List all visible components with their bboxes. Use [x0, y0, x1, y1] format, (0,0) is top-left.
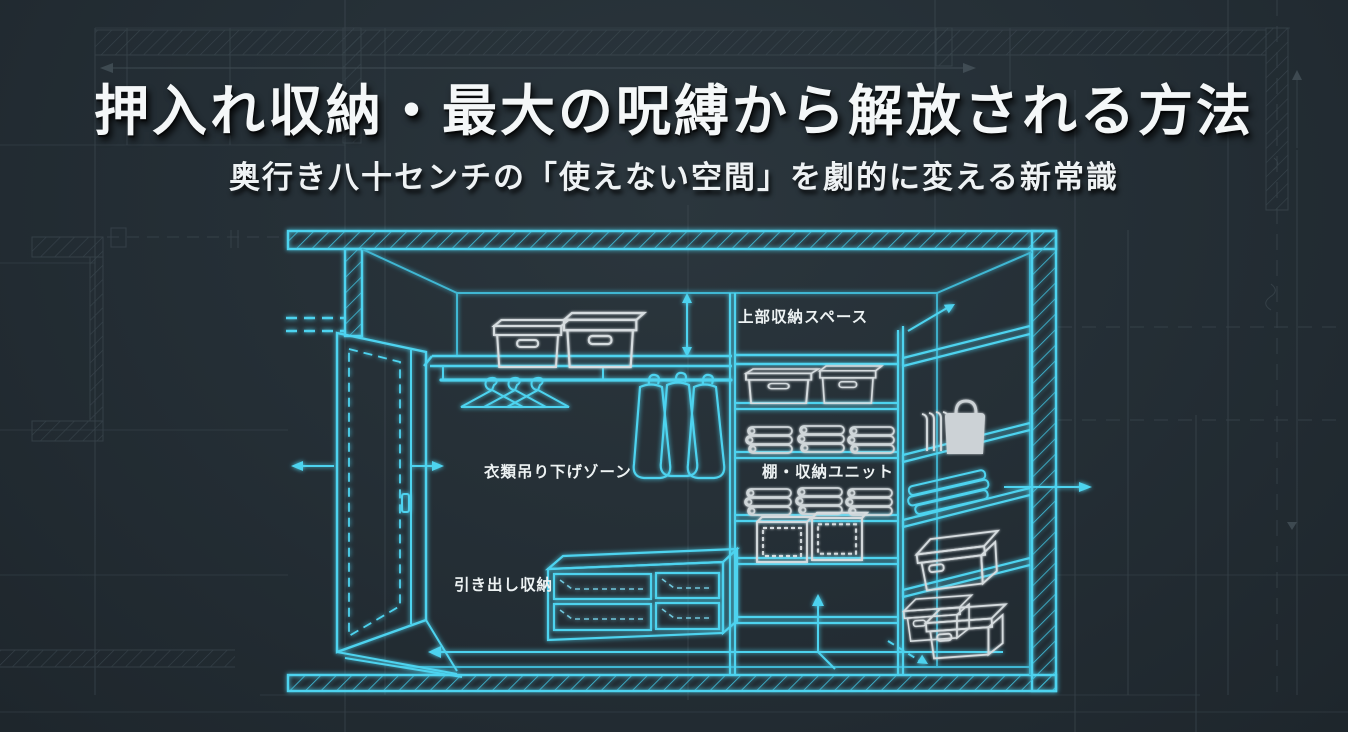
closet-drawing — [286, 229, 1092, 693]
small-arrow-up — [1292, 70, 1302, 148]
flow-arrow-up — [812, 594, 836, 670]
folded-clothes — [795, 487, 843, 515]
folded-clothes — [744, 488, 792, 516]
storage-items — [493, 311, 1010, 660]
hanging-coats — [632, 371, 726, 480]
label-shelf-unit: 棚・収納ユニット — [762, 462, 894, 481]
storage-box — [819, 365, 883, 404]
hangers — [460, 376, 570, 408]
shelf-unit-frame — [728, 293, 905, 675]
fabric-bin — [756, 516, 813, 563]
dimension-arrow-top — [100, 63, 976, 73]
door-width-arrow — [291, 461, 444, 471]
wall-column-left — [342, 27, 362, 144]
page-subtitle: 奥行き八十センチの「使えない空間」を劇的に変える新常識 — [228, 160, 1120, 195]
diagram-labels: 上部収納スペース 衣類吊り下げゾーン 棚・収納ユニット 引き出し収納 — [454, 307, 894, 594]
drawer-unit — [544, 546, 740, 642]
door-threshold — [336, 619, 463, 678]
fabric-bin — [811, 511, 868, 561]
closet-ceiling — [286, 229, 1058, 251]
closet-right-wall — [1030, 229, 1058, 693]
folded-clothes — [845, 488, 893, 516]
height-arrow — [682, 293, 692, 357]
depth-arrow — [907, 304, 955, 332]
top-shelf — [423, 353, 898, 368]
label-drawer-storage: 引き出し収納 — [454, 575, 553, 594]
wall-section-left — [31, 236, 104, 442]
storage-box — [562, 311, 646, 369]
side-arrow-right — [1004, 482, 1092, 492]
paper-bags — [921, 399, 985, 454]
drawer — [654, 601, 721, 631]
hanger-rod — [439, 367, 733, 382]
door-frame-post — [343, 247, 364, 338]
wall-section-top — [94, 29, 1267, 56]
folded-clothes-corner — [907, 469, 990, 516]
small-arrow-down — [1287, 522, 1297, 530]
drawer — [552, 602, 653, 632]
door-handle — [401, 493, 410, 513]
folded-clothes — [797, 425, 845, 453]
label-upper-storage: 上部収納スペース — [738, 307, 868, 326]
folded-clothes — [745, 426, 793, 454]
label-hanging-zone: 衣類吊り下げゾーン — [484, 462, 632, 481]
drawer — [654, 571, 721, 600]
door-swing-dashes — [286, 316, 344, 333]
storage-box — [745, 368, 820, 405]
drawer — [552, 572, 653, 601]
floor-hatch-left — [0, 650, 235, 667]
flow-arrow-left — [428, 646, 1003, 658]
folded-clothes — [847, 426, 895, 454]
storage-box — [493, 319, 570, 368]
open-door — [286, 316, 463, 678]
closet-floor — [286, 673, 1058, 693]
page-title: 押入れ収納・最大の呪縛から解放される方法 — [93, 80, 1254, 142]
break-symbol — [1265, 157, 1279, 311]
flow-arrow-diagonal — [887, 640, 928, 664]
